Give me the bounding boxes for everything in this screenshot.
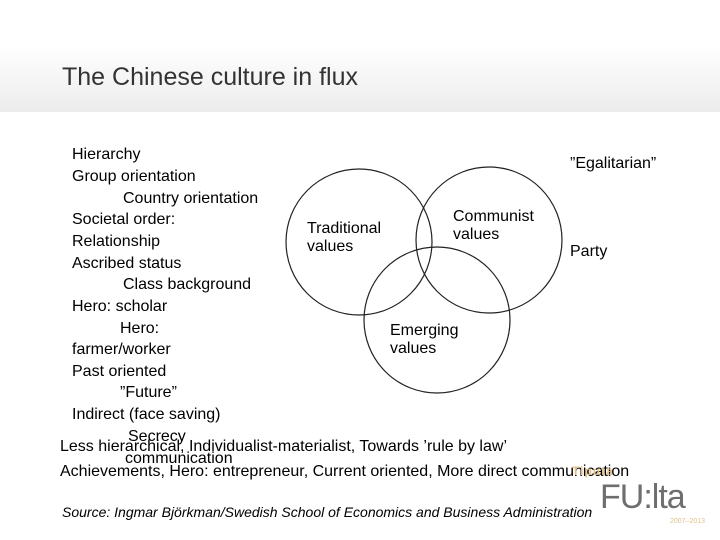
fulta-logo: FU:lta xyxy=(600,478,685,517)
source-citation: Source: Ingmar Björkman/Swedish School o… xyxy=(62,504,592,520)
logo-years: 2007–2013 xyxy=(670,518,705,525)
communist-values-label: Communist values xyxy=(453,208,548,244)
emerging-values-label: Emerging values xyxy=(390,322,470,358)
logo-small-text: Tiputa xyxy=(572,464,614,478)
egalitarian-label: ”Egalitarian” xyxy=(570,155,656,173)
emerging-values-circle xyxy=(364,247,510,393)
traditional-values-label: Traditional values xyxy=(307,220,397,256)
party-label: Party xyxy=(570,243,607,261)
bottom-line-2: Achievements, Hero: entrepreneur, Curren… xyxy=(60,463,629,481)
